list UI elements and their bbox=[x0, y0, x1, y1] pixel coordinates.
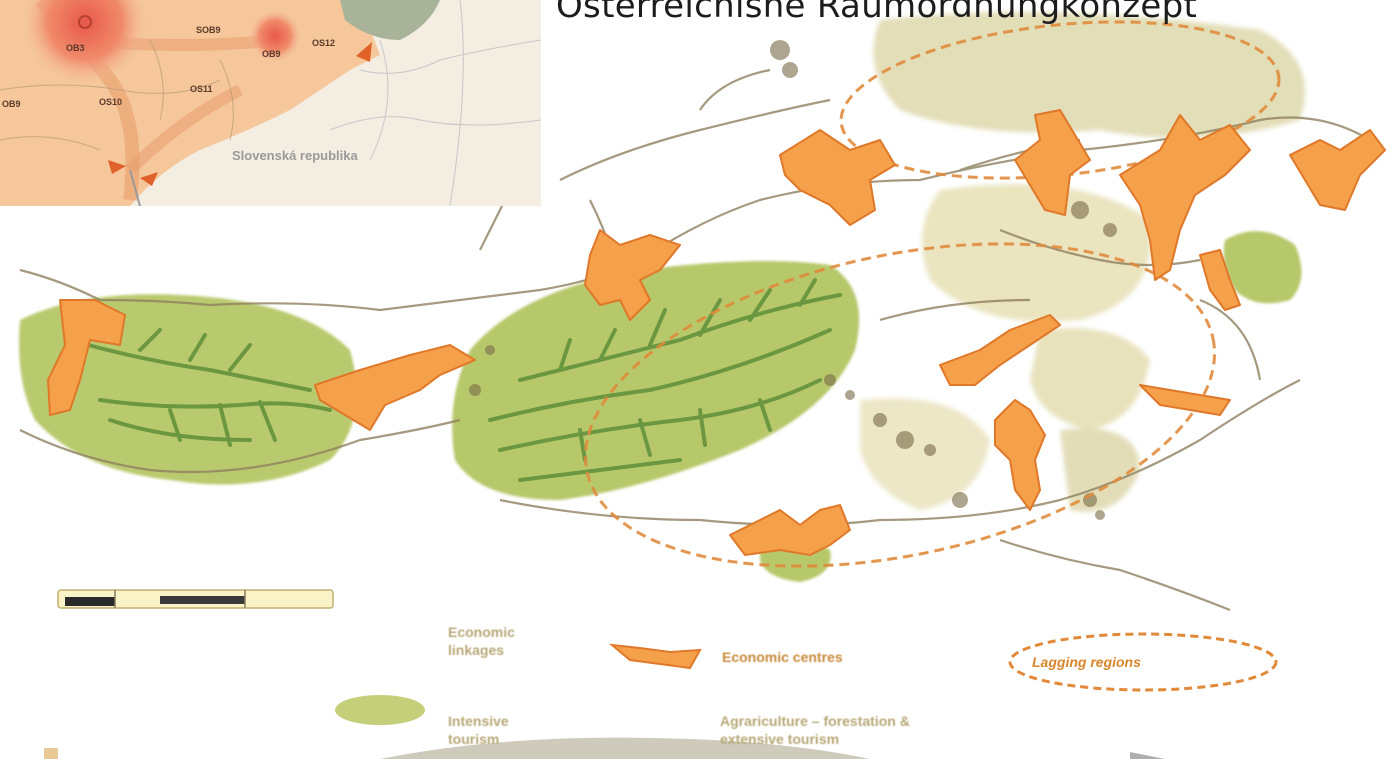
legend-agriculture-line1: Agrariculture – forestation & bbox=[720, 713, 910, 729]
forest-branches bbox=[68, 278, 842, 482]
inset-code-os10: OS10 bbox=[99, 97, 123, 107]
legend-agriculture: Agrariculture – forestation & extensive … bbox=[720, 712, 910, 748]
legend-economic-centres: Economic centres bbox=[722, 649, 843, 665]
page-title: Österreichishe Raumordnungkonzept bbox=[556, 0, 1198, 26]
legend-economic-linkages: Economic linkages bbox=[448, 623, 515, 659]
inset-code-ob9-west: OB9 bbox=[2, 99, 21, 109]
scale-bar bbox=[57, 589, 334, 609]
inset-code-ob9: OB9 bbox=[262, 49, 281, 59]
inset-code-os11: OS11 bbox=[190, 84, 213, 94]
legend-intensive-tourism: Intensive tourism bbox=[448, 712, 509, 748]
legend-agriculture-line2: extensive tourism bbox=[720, 731, 840, 747]
inset-country-label: Slovenská republika bbox=[232, 148, 358, 163]
legend-intensive-tourism-line1: Intensive bbox=[448, 713, 509, 729]
legend-intensive-tourism-line2: tourism bbox=[448, 731, 500, 747]
legend-symbols bbox=[44, 632, 1278, 759]
legend-economic-linkages-line2: linkages bbox=[448, 642, 505, 658]
legend-economic-centre-swatch bbox=[608, 643, 702, 670]
legend-economic-linkages-line1: Economic bbox=[448, 624, 515, 640]
agriculture-areas bbox=[860, 12, 1305, 512]
legend-lagging-swatch bbox=[1008, 632, 1278, 692]
inset-code-ob3: OB3 bbox=[66, 43, 85, 53]
terrain-patches bbox=[469, 40, 1117, 520]
inset-code-os12: OS12 bbox=[312, 38, 336, 48]
legend-agriculture-swatch bbox=[380, 737, 870, 759]
legend-tourism-swatch bbox=[335, 695, 425, 725]
legend-lagging-regions: Lagging regions bbox=[1032, 654, 1141, 670]
inset-map: OB3 SOB9 OB9 OS12 OS11 OS10 OB9 Slovensk… bbox=[0, 0, 541, 206]
economic-centres bbox=[47, 109, 1386, 556]
inset-map-graphic bbox=[0, 0, 541, 206]
inset-code-sob9: SOB9 bbox=[196, 25, 221, 35]
